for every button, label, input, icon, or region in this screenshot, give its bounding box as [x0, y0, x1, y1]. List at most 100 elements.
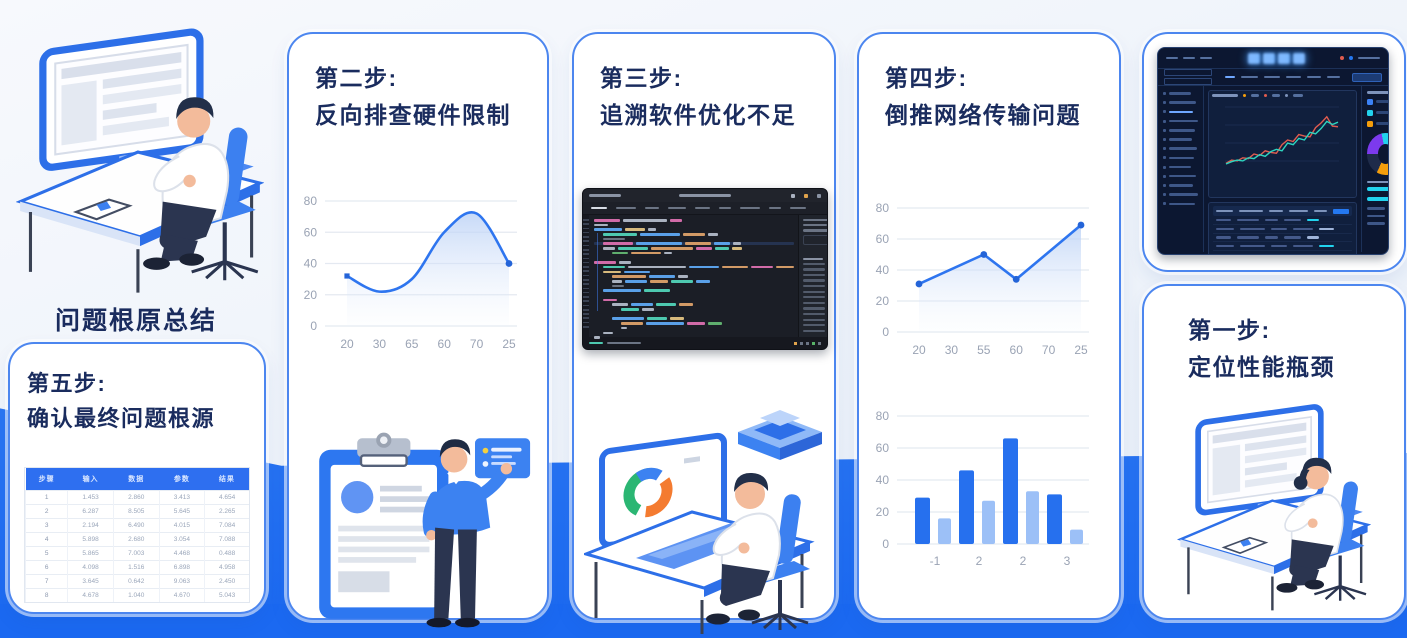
panel-label	[803, 229, 827, 232]
data-table-panel	[1208, 202, 1357, 254]
sidebar-item-icon	[1163, 202, 1166, 206]
code-token	[594, 219, 620, 222]
sidebar-item-label	[1169, 193, 1198, 196]
x-axis-tick-label: 25	[502, 337, 516, 351]
data-point-marker	[980, 251, 988, 258]
step4-title-line2: 倒推网络传输问题	[885, 102, 1081, 128]
x-axis-tick-label: 25	[1074, 343, 1088, 357]
line-number	[583, 274, 589, 277]
code-token	[683, 233, 705, 236]
panel-search-input	[803, 234, 827, 245]
filter-input	[1164, 69, 1212, 76]
code-token	[664, 251, 672, 255]
code-line	[594, 298, 794, 302]
panel-list-row	[803, 312, 827, 316]
table-cell: 4.670	[158, 588, 205, 602]
table-header-cell	[1268, 209, 1283, 213]
progress-fill	[1366, 197, 1388, 201]
table-cell: 7.084	[204, 518, 249, 533]
table-cell: 1.040	[112, 588, 160, 602]
table-cell	[1240, 227, 1265, 230]
code-token	[594, 228, 622, 231]
mini-row	[1366, 207, 1388, 210]
code-token	[623, 219, 667, 222]
code-token	[619, 261, 631, 264]
code-token	[624, 270, 650, 274]
table-cell	[1237, 218, 1259, 221]
analytics-dashboard	[1157, 47, 1389, 255]
panel-list-row	[803, 318, 827, 321]
table-cell: 7.003	[112, 546, 160, 561]
code-token	[708, 322, 722, 325]
menu-item	[1240, 75, 1258, 79]
table-cell: 1	[24, 490, 68, 505]
table-header-chip	[1332, 208, 1349, 214]
line-number	[583, 283, 589, 285]
panel-row-label	[803, 273, 825, 277]
line-number	[583, 287, 589, 290]
code-token	[678, 275, 688, 278]
panel-list-header-left	[803, 257, 823, 260]
man-at-desk-illustration	[16, 2, 264, 298]
line-number	[583, 219, 589, 221]
table-cell	[1216, 245, 1234, 248]
code-token	[696, 247, 712, 250]
progress-fill	[1366, 187, 1388, 191]
sidebar-item-icon	[1163, 156, 1166, 160]
sidebar-item-icon	[1163, 128, 1166, 132]
code-token	[636, 242, 682, 246]
table-cell: 8	[24, 588, 68, 602]
sidebar-item-icon	[1163, 110, 1166, 114]
step1-title: 第一步: 定位性能瓶颈	[1188, 312, 1335, 386]
dashboard-top-bar	[1158, 48, 1388, 69]
panel-list-row	[803, 290, 827, 293]
window-control-icon	[817, 193, 821, 198]
code-token	[594, 336, 600, 339]
sidebar-item	[1163, 137, 1198, 141]
line-number	[583, 231, 589, 234]
y-axis-tick-label: 40	[304, 257, 318, 271]
table-cell: 4.654	[204, 490, 249, 505]
data-point-marker	[1077, 221, 1085, 229]
code-token	[648, 228, 656, 231]
y-axis-tick-label: 40	[876, 473, 890, 487]
stat-bar	[1375, 122, 1388, 125]
table-cell: 3	[24, 518, 68, 533]
table-cell: 3.054	[158, 532, 205, 547]
sidebar-item-icon	[1163, 174, 1166, 178]
menu-item	[1306, 75, 1321, 79]
line-number	[583, 253, 589, 255]
dashboard-body	[1158, 86, 1388, 254]
editor-tab	[769, 206, 781, 210]
bar-secondary	[982, 500, 995, 544]
code-token	[642, 308, 654, 311]
table-header-cell	[1288, 209, 1308, 213]
code-line	[594, 275, 794, 278]
donut-chart	[1366, 132, 1388, 175]
sidebar-item-label	[1169, 138, 1192, 141]
dashboard-main	[1204, 86, 1361, 254]
code-token	[603, 233, 637, 236]
bar-primary	[1047, 494, 1062, 544]
code-line	[594, 265, 794, 269]
card-step1: 第一步: 定位性能瓶颈	[1142, 284, 1406, 620]
table-cell: 7.088	[204, 532, 249, 547]
table-cell: 9.063	[158, 574, 205, 589]
stat-icon	[1366, 109, 1373, 116]
code-line	[594, 279, 794, 283]
dashboard-filter-bar	[1158, 69, 1388, 86]
panel-list-row	[803, 301, 827, 304]
panel-row-label	[803, 312, 825, 316]
panel-row-label	[803, 262, 825, 265]
code-token	[618, 247, 648, 250]
menu-item	[1224, 75, 1235, 79]
y-axis-tick-label: 60	[304, 225, 318, 239]
panel-row-label	[803, 268, 825, 271]
sidebar-item-label	[1169, 119, 1198, 123]
x-axis-tick-label: 20	[340, 337, 354, 351]
code-token	[603, 237, 625, 241]
chart-header	[1212, 94, 1353, 97]
